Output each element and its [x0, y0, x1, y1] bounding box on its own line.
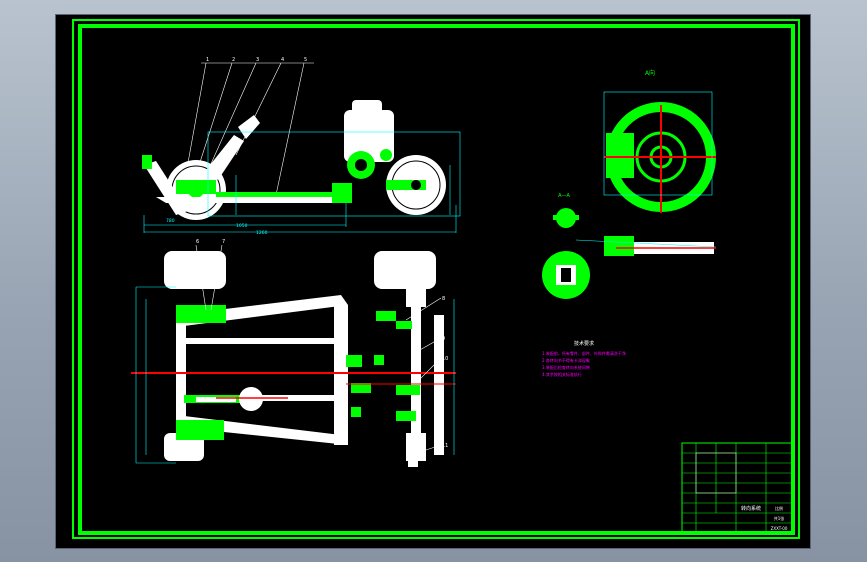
notes-line-4: 4.其余按相关标准执行 — [542, 371, 582, 377]
cad-viewport[interactable]: 1 2 3 4 5 — [56, 15, 810, 548]
technical-notes: 技术要求 1.装配前，所有零件、部件、外购件需清洗干净 2.各转向节不得有卡滞现… — [542, 340, 626, 377]
title-block-drawing-name: 转向系统 — [741, 505, 761, 512]
title-block-sheet: 共1张 — [774, 515, 785, 521]
leader-label-9: 9 — [442, 336, 445, 342]
notes-line-3: 3.装配后检查转向系统间隙 — [542, 364, 590, 370]
title-block-scale-label: 比例 — [775, 505, 783, 511]
inner-border — [78, 24, 795, 535]
leader-label-8: 8 — [442, 296, 445, 302]
detail-view-section-label: A—A — [558, 193, 570, 199]
leader-label-2: 2 — [232, 57, 235, 63]
leader-label-6: 6 — [196, 239, 199, 245]
steering-gear — [239, 387, 263, 411]
outer-border — [72, 19, 800, 539]
plan-view: 6 7 8 9 10 11 — [131, 239, 456, 467]
notes-title: 技术要求 — [574, 340, 594, 347]
plan-view-dims — [135, 286, 455, 464]
dim-780: 780 — [166, 218, 175, 224]
plan-view-leaders — [195, 244, 442, 456]
side-view: 1 2 3 4 5 — [142, 57, 461, 236]
leader-label-3: 3 — [256, 57, 259, 63]
front-left-tire — [164, 251, 226, 289]
detail-view-top: A向 — [603, 69, 716, 213]
detail-view-top-label: A向 — [645, 69, 655, 77]
dim-1260: 1260 — [256, 230, 268, 236]
leader-label-4: 4 — [281, 57, 284, 63]
title-block-drawing-no: ZXXT-00 — [771, 526, 788, 531]
leader-label-5: 5 — [304, 57, 307, 63]
tie-rod — [216, 192, 336, 197]
steering-column — [206, 135, 244, 180]
detail-view-section: A—A — [542, 193, 717, 299]
leader-label-10: 10 — [442, 356, 448, 362]
notes-line-1: 1.装配前，所有零件、部件、外购件需清洗干净 — [542, 350, 626, 356]
cad-drawing-sheet: 1 2 3 4 5 — [72, 19, 800, 539]
rear-left-tire — [374, 251, 436, 289]
side-view-dims — [143, 131, 461, 233]
title-block: 转向系统 比例 共1张 ZXXT-00 — [681, 442, 794, 534]
engine-block — [344, 110, 394, 162]
leader-label-7: 7 — [222, 239, 225, 245]
leader-label-1: 1 — [206, 57, 209, 63]
leader-label-11: 11 — [442, 443, 448, 449]
notes-line-2: 2.各转向节不得有卡滞现象 — [542, 357, 590, 363]
dim-1050: 1050 — [236, 223, 248, 229]
